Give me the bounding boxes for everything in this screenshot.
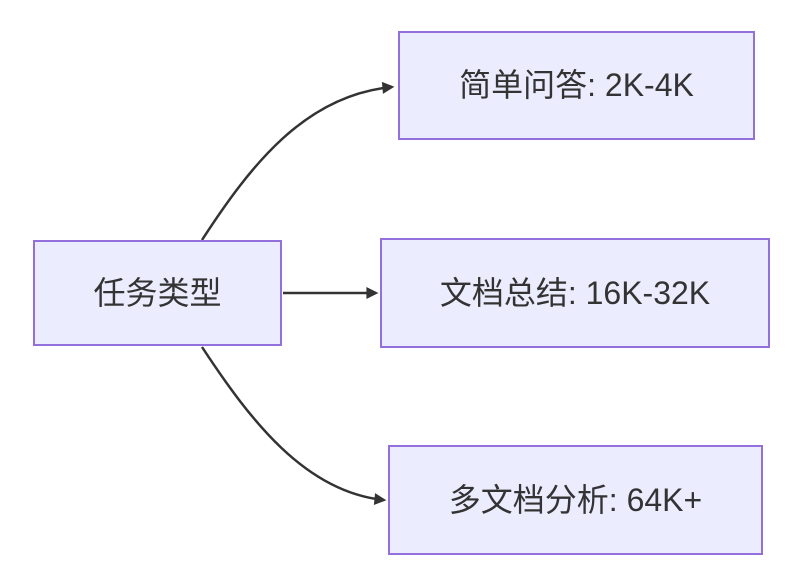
node-multi-doc: 多文档分析: 64K+: [388, 445, 763, 555]
edge-task-type-to-simple-qa: [200, 81, 395, 241]
edge-task-type-to-multi-doc: [200, 346, 387, 505]
node-doc-summary-label: 文档总结: 16K-32K: [439, 274, 711, 311]
node-doc-summary: 文档总结: 16K-32K: [380, 238, 770, 348]
node-task-type: 任务类型: [33, 240, 282, 346]
node-simple-qa-label: 简单问答: 2K-4K: [459, 67, 694, 104]
node-task-type-label: 任务类型: [93, 274, 222, 311]
node-simple-qa: 简单问答: 2K-4K: [398, 31, 755, 140]
node-multi-doc-label: 多文档分析: 64K+: [448, 481, 703, 518]
